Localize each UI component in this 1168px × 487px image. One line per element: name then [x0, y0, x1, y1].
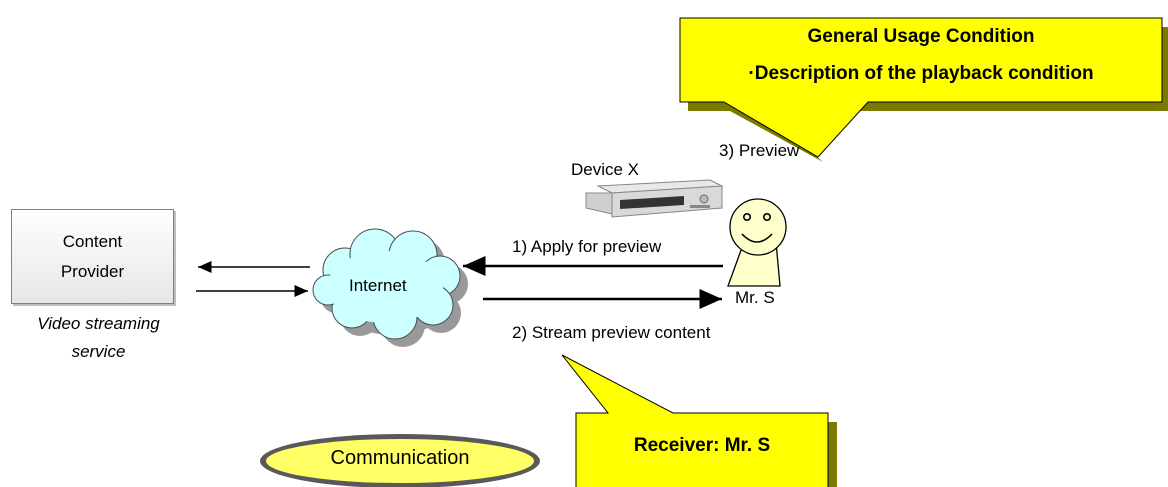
- provider-label-line1: Content: [62, 231, 123, 251]
- step-preview-label: 3) Preview: [719, 141, 800, 160]
- mr-s-person-icon: [727, 198, 787, 287]
- provider-caption-line2: service: [71, 342, 126, 361]
- device-x-label: Device X: [571, 160, 640, 179]
- receiver-label: Receiver: Mr. S: [633, 435, 771, 456]
- provider-caption: Video streaming service: [11, 310, 186, 366]
- usage-condition-callout: [679, 17, 1168, 162]
- receiver-callout: [561, 354, 837, 487]
- internet-cloud-icon: [312, 228, 468, 347]
- usage-condition-title: General Usage Condition: [807, 26, 1035, 47]
- mr-s-label: Mr. S: [735, 288, 775, 307]
- step-stream-label: 2) Stream preview content: [512, 323, 711, 342]
- communication-label: Communication: [330, 447, 470, 469]
- provider-label-line2: Provider: [60, 261, 125, 281]
- communication-oval: [260, 434, 540, 487]
- content-provider-box: Content Provider: [11, 209, 174, 304]
- step-apply-label: 1) Apply for preview: [512, 237, 662, 256]
- device-x-icon: [585, 179, 724, 218]
- provider-caption-line1: Video streaming: [37, 314, 160, 333]
- internet-label: Internet: [349, 276, 407, 295]
- usage-condition-description: ·Description of the playback condition: [748, 63, 1094, 84]
